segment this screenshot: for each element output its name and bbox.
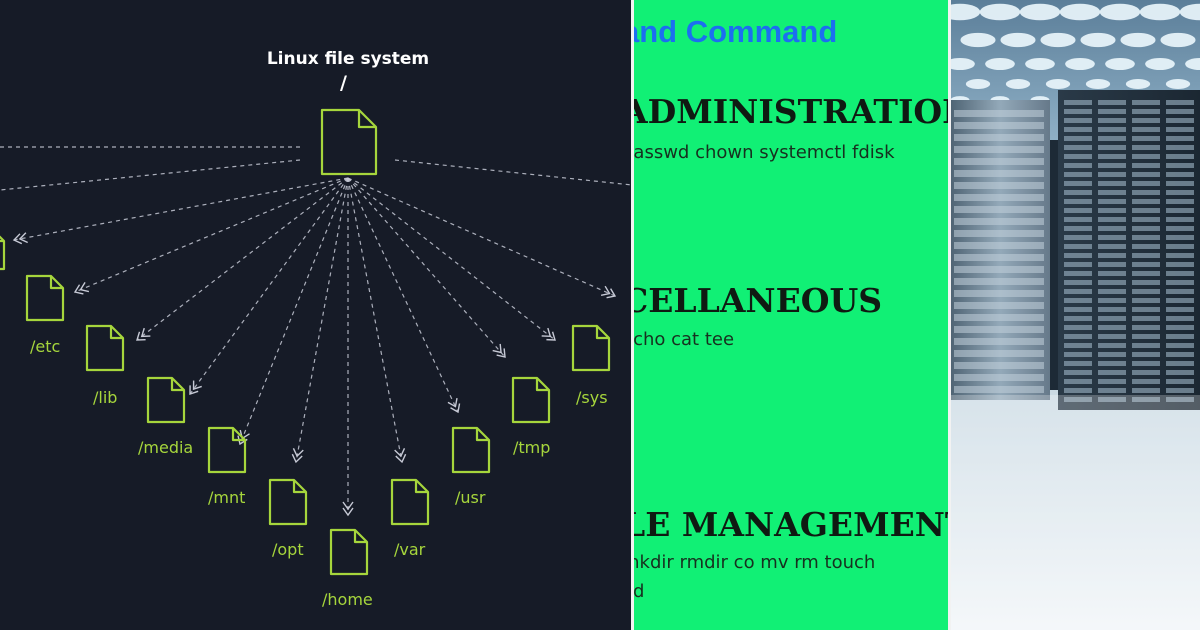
edge-to-var xyxy=(347,177,407,464)
dir-label-media: /media xyxy=(138,438,194,457)
panel-divider-right xyxy=(948,0,951,630)
edge-to-etc xyxy=(73,177,349,295)
section-heading-miscellaneous: CELLANEOUS xyxy=(632,281,883,320)
edge-to-mnt xyxy=(237,177,349,446)
dir-label-usr: /usr xyxy=(455,488,486,507)
edge-offscreen-left-2 xyxy=(12,177,349,245)
file-icon-offscreen-left xyxy=(0,235,6,271)
file-icon-home xyxy=(329,528,369,576)
edge-to-sys xyxy=(347,177,556,341)
file-icon-var xyxy=(390,478,430,526)
section-commands-miscellaneous: echo cat tee xyxy=(632,329,735,350)
data-center-image xyxy=(950,0,1200,630)
section-commands-file-management-line2: od xyxy=(632,581,645,602)
dir-label-opt: /opt xyxy=(272,540,304,559)
file-icon-tmp xyxy=(511,376,551,424)
diagram-edges xyxy=(0,146,632,517)
edge-to-usr xyxy=(347,177,461,414)
file-icon-sys xyxy=(571,324,611,372)
dir-label-tmp: /tmp xyxy=(513,438,551,457)
file-icon-etc xyxy=(25,274,65,322)
file-icon-mnt xyxy=(207,426,247,474)
diagram-canvas xyxy=(0,108,632,576)
section-heading-administration: ADMINISTRATION xyxy=(632,92,950,131)
file-icon-opt xyxy=(268,478,308,526)
section-commands-administration: passwd chown systemctl fdisk xyxy=(632,142,895,163)
edge-to-opt xyxy=(291,177,349,464)
panel-divider-left xyxy=(631,0,634,630)
diagram-title: Linux file system xyxy=(266,49,430,69)
dir-label-var: /var xyxy=(394,540,426,559)
section-heading-file-management: LE MANAGEMENT xyxy=(632,505,950,544)
dir-label-mnt: /mnt xyxy=(208,488,246,507)
dir-label-lib: /lib xyxy=(93,388,118,407)
commands-panel-title: and Command xyxy=(632,14,838,49)
edge-to-home xyxy=(342,178,354,517)
dir-label-etc: /etc xyxy=(30,337,61,356)
edge-offscreen-left xyxy=(0,146,632,191)
linux-file-system-diagram: Linux file system / /etc /lib /media /mn… xyxy=(0,0,632,630)
dir-label-home: /home xyxy=(322,590,373,609)
edge-to-media xyxy=(189,177,349,395)
file-icon-usr xyxy=(451,426,491,474)
dir-label-sys: /sys xyxy=(576,388,608,407)
file-icon-media xyxy=(146,376,186,424)
root-file-icon xyxy=(320,108,378,176)
server-room-illustration xyxy=(950,0,1200,630)
diagram-nodes xyxy=(0,108,611,576)
section-commands-file-management-line1: mkdir rmdir co mv rm touch xyxy=(632,552,876,573)
commands-panel: and Command ADMINISTRATION passwd chown … xyxy=(632,0,950,630)
root-directory-label: / xyxy=(340,72,347,94)
edge-to-lib xyxy=(136,177,349,341)
file-icon-lib xyxy=(85,324,125,372)
edge-to-tmp xyxy=(347,177,506,358)
edge-offscreen-right xyxy=(347,177,617,299)
